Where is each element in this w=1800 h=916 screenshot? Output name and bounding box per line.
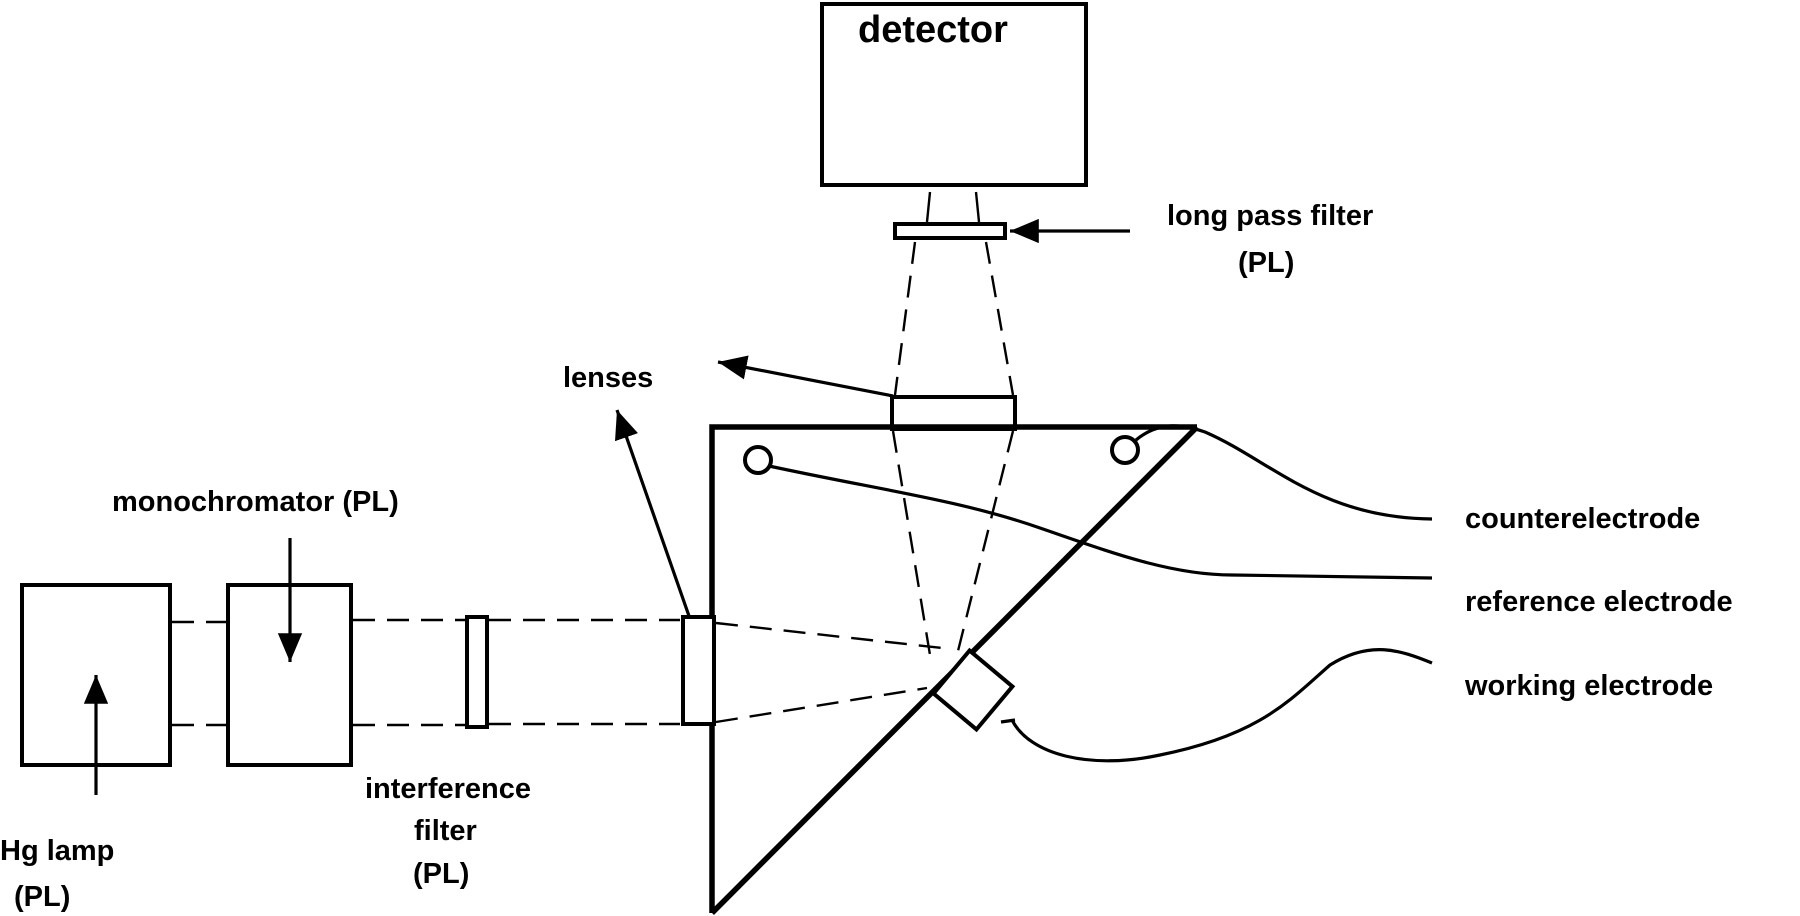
- working-electrode-label: working electrode: [1464, 670, 1713, 702]
- collection-beam-upper-left: [893, 241, 917, 396]
- reference-electrode-terminal: [1110, 435, 1140, 465]
- collection-beam-lower-left: [891, 430, 932, 656]
- collection-beam-upper-right: [984, 241, 1015, 396]
- top-lens: [890, 395, 1017, 431]
- counterelectrode-label: counterelectrode: [1465, 503, 1700, 535]
- long-pass-filter-label: long pass filter: [1167, 200, 1373, 232]
- counterelectrode-wire: [1134, 424, 1433, 521]
- monochromator-label: monochromator (PL): [112, 486, 399, 518]
- interference-filter: [465, 615, 489, 729]
- cell-outline: [709, 424, 1197, 913]
- long-pass-filter-sublabel: (PL): [1238, 247, 1294, 279]
- reference-electrode-label: reference electrode: [1465, 586, 1733, 618]
- detector-beam-right: [974, 191, 981, 223]
- hg-lamp-sublabel: (PL): [14, 881, 70, 913]
- working-electrode-wire: [1010, 648, 1433, 763]
- detector-box: [820, 2, 1088, 187]
- collection-beam-lower-right: [955, 430, 1015, 656]
- hg-lamp-label: Hg lamp: [0, 835, 114, 867]
- lenses-arrow-side: [615, 409, 691, 617]
- beam-lens-electrode-bottom: [715, 686, 928, 724]
- interference-filter-label-2: filter: [414, 815, 477, 847]
- reference-electrode-wire: [768, 464, 1433, 580]
- side-lens: [681, 615, 716, 726]
- interference-filter-label: interference: [365, 773, 531, 805]
- detector-label: detector: [858, 9, 1008, 51]
- lenses-arrow-top: [717, 355, 894, 398]
- lenses-label: lenses: [563, 362, 653, 394]
- beam-lens-electrode-top: [715, 621, 943, 650]
- working-electrode-contact: [1000, 718, 1016, 724]
- long-pass-filter: [893, 222, 1007, 240]
- counterelectrode-terminal: [743, 445, 773, 475]
- working-electrode: [930, 647, 1016, 733]
- interference-filter-label-3: (PL): [413, 858, 469, 890]
- detector-beam-left: [925, 191, 932, 223]
